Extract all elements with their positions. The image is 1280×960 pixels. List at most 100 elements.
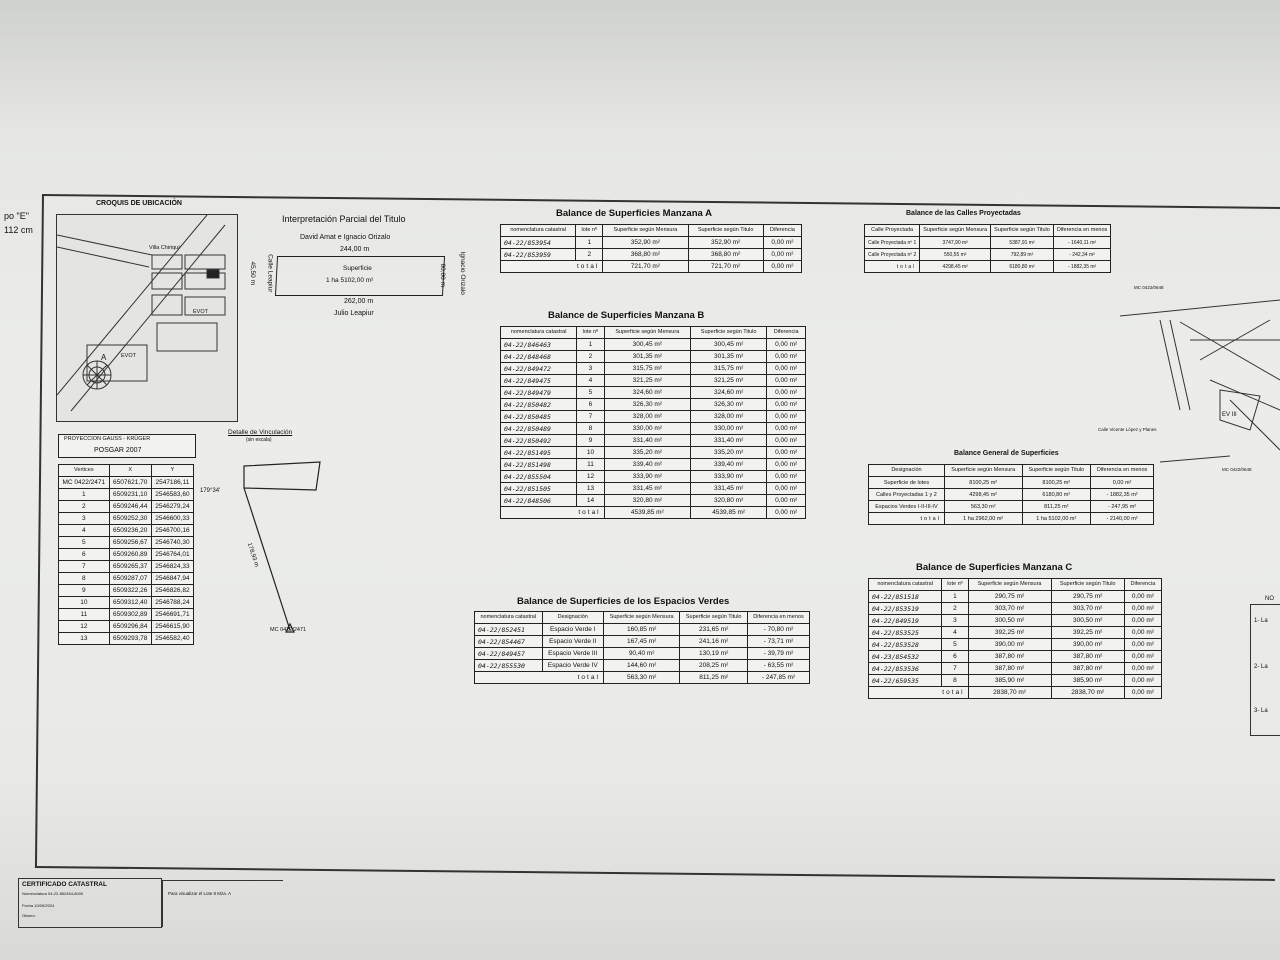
- table-cell: 0,00 m²: [766, 494, 806, 507]
- interpretacion-title: Interpretación Parcial del Titulo: [282, 214, 406, 224]
- table-cell: Espacio Verde II: [541, 635, 604, 648]
- table-cell: 11: [58, 608, 110, 621]
- table-cell: 0,00 m²: [766, 386, 806, 399]
- table-cell: 0,00 m²: [1123, 590, 1163, 603]
- table-cell: - 63,55 m²: [746, 659, 811, 672]
- interpretacion-owner: David Amat e Ignacio Orizalo: [300, 234, 391, 241]
- table-cell: 04-22/851518: [867, 590, 943, 603]
- table-cell: 2546826,82: [150, 584, 195, 597]
- table-cell: 04-22/850482: [499, 398, 578, 411]
- table-cell: 160,85 m²: [602, 623, 681, 636]
- table-header-cell: Superficie según Mensura: [919, 224, 992, 237]
- table-header-cell: Designación: [868, 464, 945, 477]
- table-cell: 6509252,30: [108, 512, 152, 525]
- table-cell: 326,30 m²: [689, 398, 768, 411]
- table-cell: 550,55 m²: [919, 248, 992, 261]
- table-cell: 0,00 m²: [762, 236, 803, 249]
- table-header-cell: Diferencia: [1123, 578, 1163, 591]
- interpretacion-left-street: Calle Leapiur: [266, 254, 274, 293]
- certificado-box: [18, 878, 162, 928]
- map-label-2: EVOT: [121, 353, 136, 359]
- table-cell: 6509296,84: [108, 620, 152, 633]
- table-cell: 90,40 m²: [602, 647, 681, 660]
- table-cell: 2546788,24: [150, 596, 195, 609]
- gauss-heading-box: [58, 434, 196, 458]
- table-header-cell: Superficie según Titulo: [687, 224, 764, 237]
- table-cell: 04-22/853954: [499, 236, 577, 249]
- interpretacion-top-len: 244,00 m: [340, 246, 370, 253]
- table-cell: 2: [576, 350, 605, 363]
- table-total-cell: 1 ha 5102,00 m²: [1021, 512, 1092, 525]
- table-cell: 6509312,40: [108, 596, 152, 609]
- table-cell: 3: [576, 362, 605, 375]
- table-cell: 5: [58, 536, 110, 549]
- table-cell: 385,90 m²: [1050, 674, 1125, 687]
- table-cell: 10: [58, 596, 110, 609]
- table-cell: 387,80 m²: [1050, 662, 1125, 675]
- table-cell: 390,00 m²: [1050, 638, 1125, 651]
- table-cell: 315,75 m²: [603, 362, 691, 375]
- table-cell: 331,40 m²: [689, 434, 768, 447]
- table-cell: 0,00 m²: [766, 434, 806, 447]
- table-cell: 8100,25 m²: [1021, 476, 1092, 489]
- table-cell: 321,25 m²: [689, 374, 768, 387]
- table-cell: 0,00 m²: [1123, 638, 1163, 651]
- table-cell: 290,75 m²: [967, 590, 1052, 603]
- table-cell: 0,00 m²: [1123, 614, 1163, 627]
- table-cell: 320,80 m²: [603, 494, 691, 507]
- table-cell: 392,25 m²: [1050, 626, 1125, 639]
- subdivision-plan-fragment: [1119, 299, 1280, 463]
- table-cell: 04-22/849519: [867, 614, 943, 627]
- table-cell: 0,00 m²: [766, 482, 806, 495]
- table-cell: 04-22/848468: [499, 350, 578, 363]
- table-total-cell: total: [499, 260, 604, 273]
- table-cell: 331,45 m²: [603, 482, 691, 495]
- table-cell: 300,45 m²: [603, 338, 691, 351]
- table-total-cell: 2838,70 m²: [967, 686, 1052, 699]
- espacios-verdes-title: Balance de Superficies de los Espacios V…: [517, 596, 730, 607]
- table-cell: 6180,80 m²: [1021, 488, 1092, 501]
- location-map: Villa Chiriquí EVOT EVOT A: [56, 214, 238, 422]
- table-cell: 1: [941, 590, 969, 603]
- table-cell: 320,80 m²: [689, 494, 768, 507]
- table-cell: 2546615,90: [150, 620, 195, 633]
- table-cell: 0,00 m²: [766, 470, 806, 483]
- table-cell: 8: [58, 572, 110, 585]
- table-cell: 301,35 m²: [689, 350, 768, 363]
- table-cell: 563,30 m²: [943, 500, 1023, 513]
- table-cell: 2546740,30: [150, 536, 195, 549]
- table-total-cell: 0,00 m²: [762, 260, 803, 273]
- table-cell: 10: [576, 446, 605, 459]
- table-cell: Calle Proyectada nº 2: [863, 248, 921, 261]
- table-cell: - 70,80 m²: [746, 623, 811, 636]
- table-cell: 0,00 m²: [1090, 476, 1154, 489]
- table-cell: 6509293,78: [108, 632, 152, 645]
- table-cell: 3: [941, 614, 969, 627]
- table-cell: 2546700,16: [150, 524, 195, 537]
- table-cell: 0,00 m²: [1123, 602, 1163, 615]
- note-3: 3- La: [1254, 708, 1268, 714]
- table-cell: 300,50 m²: [967, 614, 1052, 627]
- table-cell: 324,60 m²: [603, 386, 691, 399]
- general-title: Balance General de Superficies: [954, 450, 1059, 457]
- table-header-cell: Superficie según Mensura: [943, 464, 1023, 477]
- certificado-line-3: Observ.: [22, 913, 36, 918]
- vinculacion-drawing: [243, 461, 321, 633]
- table-cell: - 242,34 m²: [1052, 248, 1112, 261]
- table-cell: 0,00 m²: [766, 410, 806, 423]
